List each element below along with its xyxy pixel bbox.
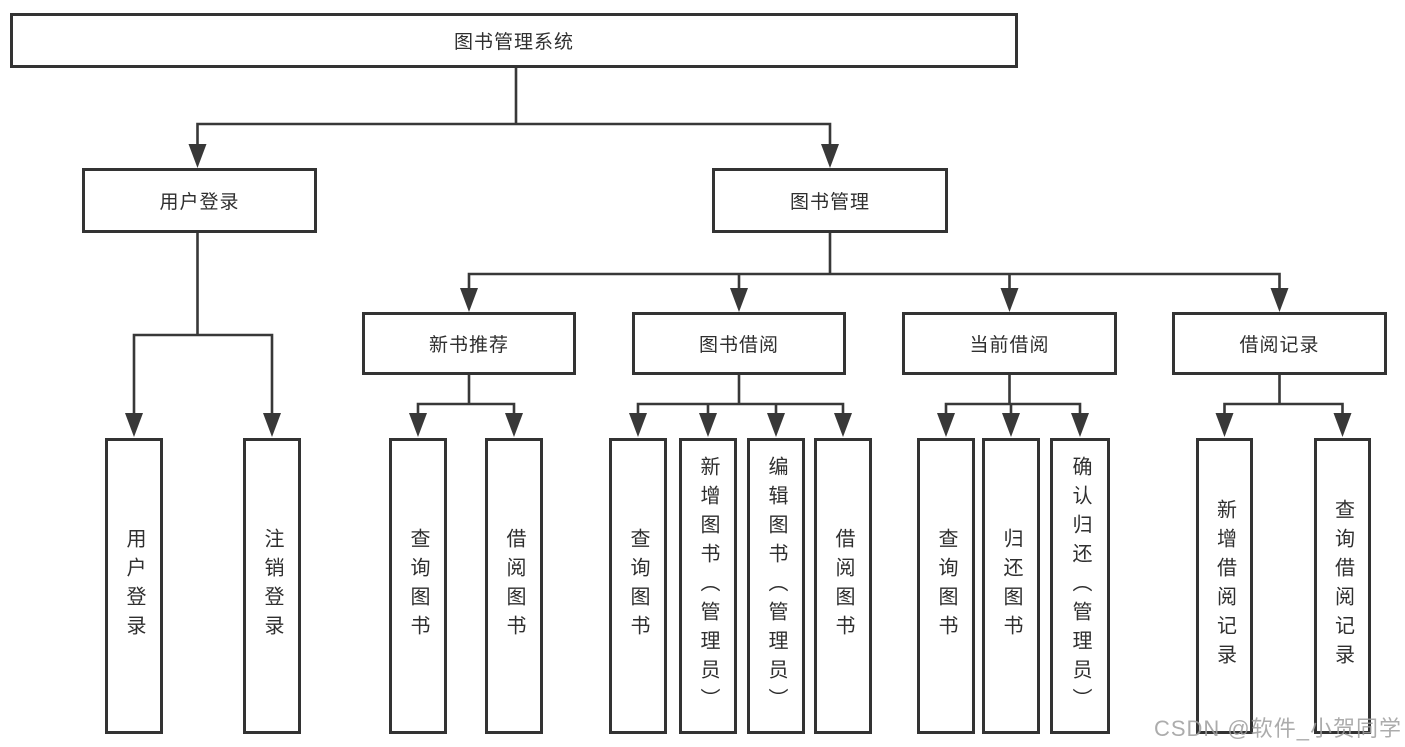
node-current-borrow: 当前借阅	[902, 312, 1117, 375]
arrow-down-icon	[821, 144, 839, 168]
node-leaf-return-books: 归还图书	[982, 438, 1040, 734]
node-label: 编辑图书（管理员）	[765, 455, 787, 717]
arrow-down-icon	[125, 413, 143, 437]
node-label: 借阅图书	[503, 528, 525, 644]
arrow-down-icon	[188, 144, 207, 168]
arrow-down-icon	[699, 413, 717, 437]
arrow-down-icon	[1333, 413, 1352, 437]
connector-book-borrow-to-leaves	[629, 373, 852, 437]
arrow-down-icon	[1000, 288, 1019, 312]
node-leaf-confirm-return-admin: 确认归还（管理员）	[1050, 438, 1110, 734]
arrow-down-icon	[730, 288, 748, 312]
node-label: 查询图书	[407, 528, 429, 644]
node-leaf-user-login: 用户登录	[105, 438, 163, 734]
node-new-book-recommend: 新书推荐	[362, 312, 576, 375]
arrow-down-icon	[1270, 288, 1289, 312]
connector-user-login-to-leaves	[125, 231, 281, 437]
node-label: 确认归还（管理员）	[1069, 455, 1091, 717]
node-leaf-query-borrow-record: 查询借阅记录	[1314, 438, 1371, 734]
node-leaf-logout: 注销登录	[243, 438, 301, 734]
node-label: 借阅图书	[832, 528, 854, 644]
connector-borrow-record-to-leaves	[1215, 373, 1352, 437]
node-user-login: 用户登录	[82, 168, 317, 233]
arrow-down-icon	[505, 413, 523, 437]
node-label: 查询借阅记录	[1331, 499, 1354, 673]
arrow-down-icon	[767, 413, 785, 437]
node-leaf-query-books-2: 查询图书	[609, 438, 667, 734]
node-leaf-add-books-admin: 新增图书（管理员）	[679, 438, 737, 734]
node-leaf-query-books-1: 查询图书	[389, 438, 447, 734]
arrow-down-icon	[1071, 413, 1089, 437]
node-leaf-add-borrow-record: 新增借阅记录	[1196, 438, 1253, 734]
arrow-down-icon	[629, 413, 647, 437]
node-label: 新增借阅记录	[1213, 499, 1236, 673]
node-leaf-edit-books-admin: 编辑图书（管理员）	[747, 438, 805, 734]
arrow-down-icon	[1002, 413, 1020, 437]
node-label: 查询图书	[627, 528, 649, 644]
node-leaf-borrow-books-1: 借阅图书	[485, 438, 543, 734]
node-leaf-borrow-books-2: 借阅图书	[814, 438, 872, 734]
csdn-watermark: CSDN @软件_小贺同学	[1153, 716, 1402, 741]
connector-current-borrow-to-leaves	[937, 373, 1089, 437]
node-label: 归还图书	[1000, 528, 1022, 644]
node-root-system: 图书管理系统	[10, 13, 1018, 68]
arrow-down-icon	[263, 413, 281, 437]
node-leaf-query-books-3: 查询图书	[917, 438, 975, 734]
arrow-down-icon	[834, 413, 852, 437]
node-label: 用户登录	[123, 528, 145, 644]
connector-root-to-level2	[188, 64, 839, 168]
node-book-management: 图书管理	[712, 168, 948, 233]
arrow-down-icon	[460, 288, 478, 312]
arrow-down-icon	[409, 413, 427, 437]
node-borrow-record: 借阅记录	[1172, 312, 1387, 375]
node-label: 查询图书	[935, 528, 957, 644]
arrow-down-icon	[937, 413, 955, 437]
node-label: 注销登录	[261, 528, 283, 644]
node-book-borrow: 图书借阅	[632, 312, 846, 375]
connector-book-management-to-level3	[460, 231, 1289, 312]
node-label: 新增图书（管理员）	[697, 455, 719, 717]
arrow-down-icon	[1215, 413, 1234, 437]
connector-new-book-recommend-to-leaves	[409, 373, 523, 437]
